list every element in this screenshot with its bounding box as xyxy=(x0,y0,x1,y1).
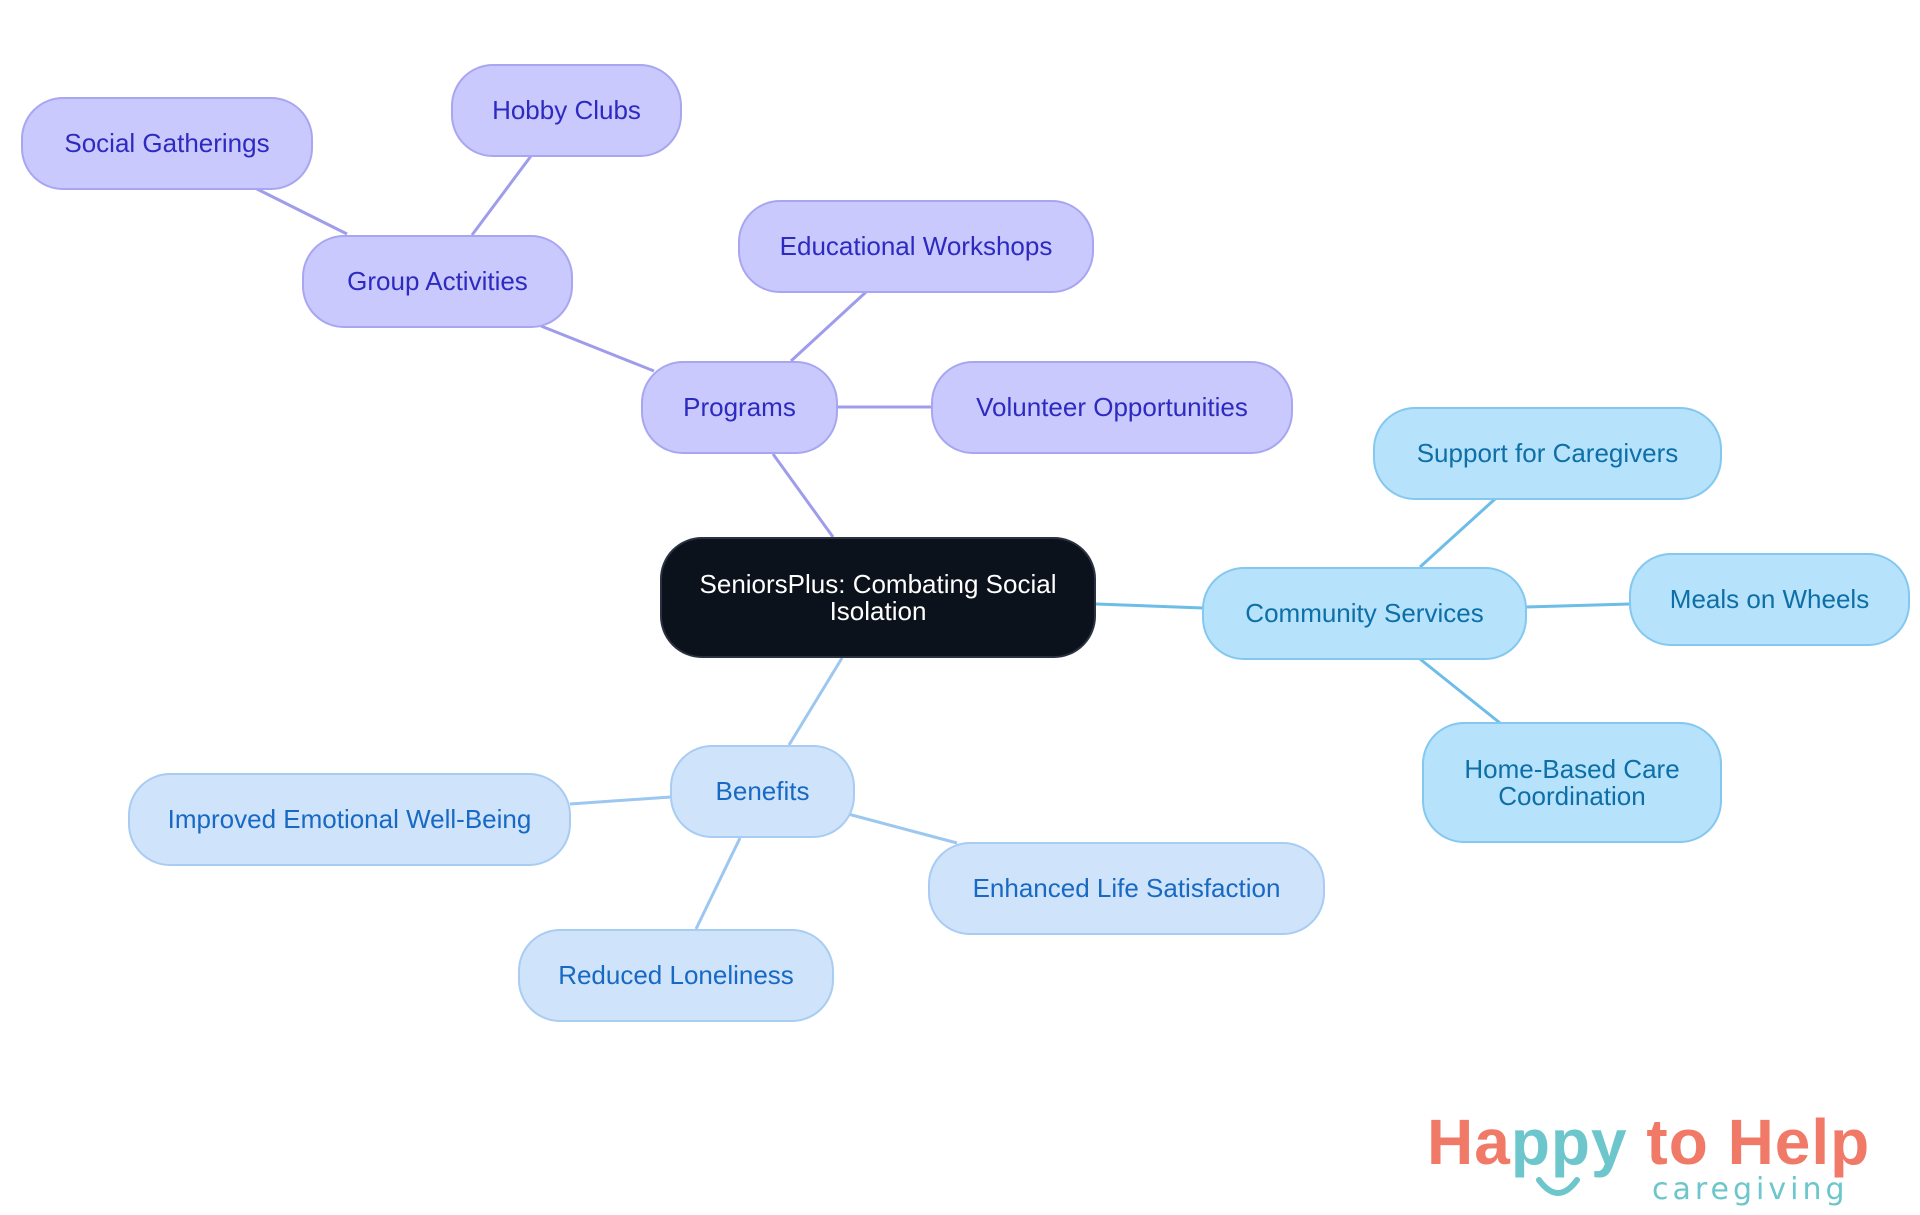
logo-part1: Ha xyxy=(1427,1106,1511,1178)
root-label-line2: Isolation xyxy=(829,595,927,626)
edge-root-benefits xyxy=(787,657,844,746)
node-group-activities-label: Group Activities xyxy=(347,266,528,296)
logo-part3: to Help xyxy=(1627,1106,1871,1178)
node-reduced-loneliness-label: Reduced Loneliness xyxy=(558,960,794,990)
logo-subtitle: caregiving xyxy=(1652,1172,1849,1207)
node-enhanced-life-satisfaction-label: Enhanced Life Satisfaction xyxy=(972,873,1281,903)
edge-root-community xyxy=(1095,602,1204,610)
logo-part2: ppy xyxy=(1510,1106,1628,1178)
node-support-for-caregivers-label: Support for Caregivers xyxy=(1416,438,1679,468)
edge-community-meals xyxy=(1525,602,1631,609)
node-volunteer-opportunities-label: Volunteer Opportunities xyxy=(976,392,1248,422)
node-programs[interactable]: Programs xyxy=(641,361,838,454)
node-group-activities[interactable]: Group Activities xyxy=(302,235,573,328)
node-social-gatherings-label: Social Gatherings xyxy=(64,128,270,158)
edge-group-hobby xyxy=(470,155,533,236)
edge-programs-edu xyxy=(789,290,868,363)
edge-benefits-loneliness xyxy=(694,837,742,930)
node-improved-emotional-well-being-label: Improved Emotional Well-Being xyxy=(167,804,532,834)
edge-benefits-satisfaction xyxy=(847,812,958,845)
node-reduced-loneliness[interactable]: Reduced Loneliness xyxy=(518,929,834,1022)
edge-root-programs xyxy=(771,453,835,538)
logo-wordmark: Happy to Help xyxy=(1427,1110,1870,1174)
edge-benefits-emotional xyxy=(569,795,672,806)
node-hobby-clubs-label: Hobby Clubs xyxy=(492,95,641,125)
root-node[interactable]: SeniorsPlus: Combating Social Isolation xyxy=(660,537,1096,658)
node-meals-on-wheels[interactable]: Meals on Wheels xyxy=(1629,553,1910,646)
node-hobby-clubs[interactable]: Hobby Clubs xyxy=(451,64,682,157)
node-community-services[interactable]: Community Services xyxy=(1202,567,1527,660)
node-volunteer-opportunities[interactable]: Volunteer Opportunities xyxy=(931,361,1293,454)
node-programs-label: Programs xyxy=(683,392,796,422)
edge-programs-group xyxy=(540,324,655,373)
node-home-based-care-line2: Coordination xyxy=(1498,780,1646,811)
node-meals-on-wheels-label: Meals on Wheels xyxy=(1669,584,1870,614)
happy-to-help-logo: Happy to Help caregiving xyxy=(1425,1110,1895,1210)
node-home-based-care-line1: Home-Based Care xyxy=(1464,753,1680,784)
smile-icon xyxy=(1536,1177,1580,1196)
node-community-services-label: Community Services xyxy=(1245,598,1484,628)
node-benefits[interactable]: Benefits xyxy=(670,745,855,838)
edge-group-social xyxy=(254,186,348,236)
edge-community-support xyxy=(1418,497,1497,569)
node-support-for-caregivers[interactable]: Support for Caregivers xyxy=(1373,407,1722,500)
node-educational-workshops[interactable]: Educational Workshops xyxy=(738,200,1094,293)
edge-community-home xyxy=(1419,657,1501,725)
node-enhanced-life-satisfaction[interactable]: Enhanced Life Satisfaction xyxy=(928,842,1325,935)
node-home-based-care[interactable]: Home-Based Care Coordination xyxy=(1422,722,1722,843)
node-social-gatherings[interactable]: Social Gatherings xyxy=(21,97,313,190)
root-label-line1: SeniorsPlus: Combating Social xyxy=(699,568,1057,599)
node-educational-workshops-label: Educational Workshops xyxy=(779,231,1053,261)
node-improved-emotional-well-being[interactable]: Improved Emotional Well-Being xyxy=(128,773,571,866)
node-benefits-label: Benefits xyxy=(715,776,810,806)
